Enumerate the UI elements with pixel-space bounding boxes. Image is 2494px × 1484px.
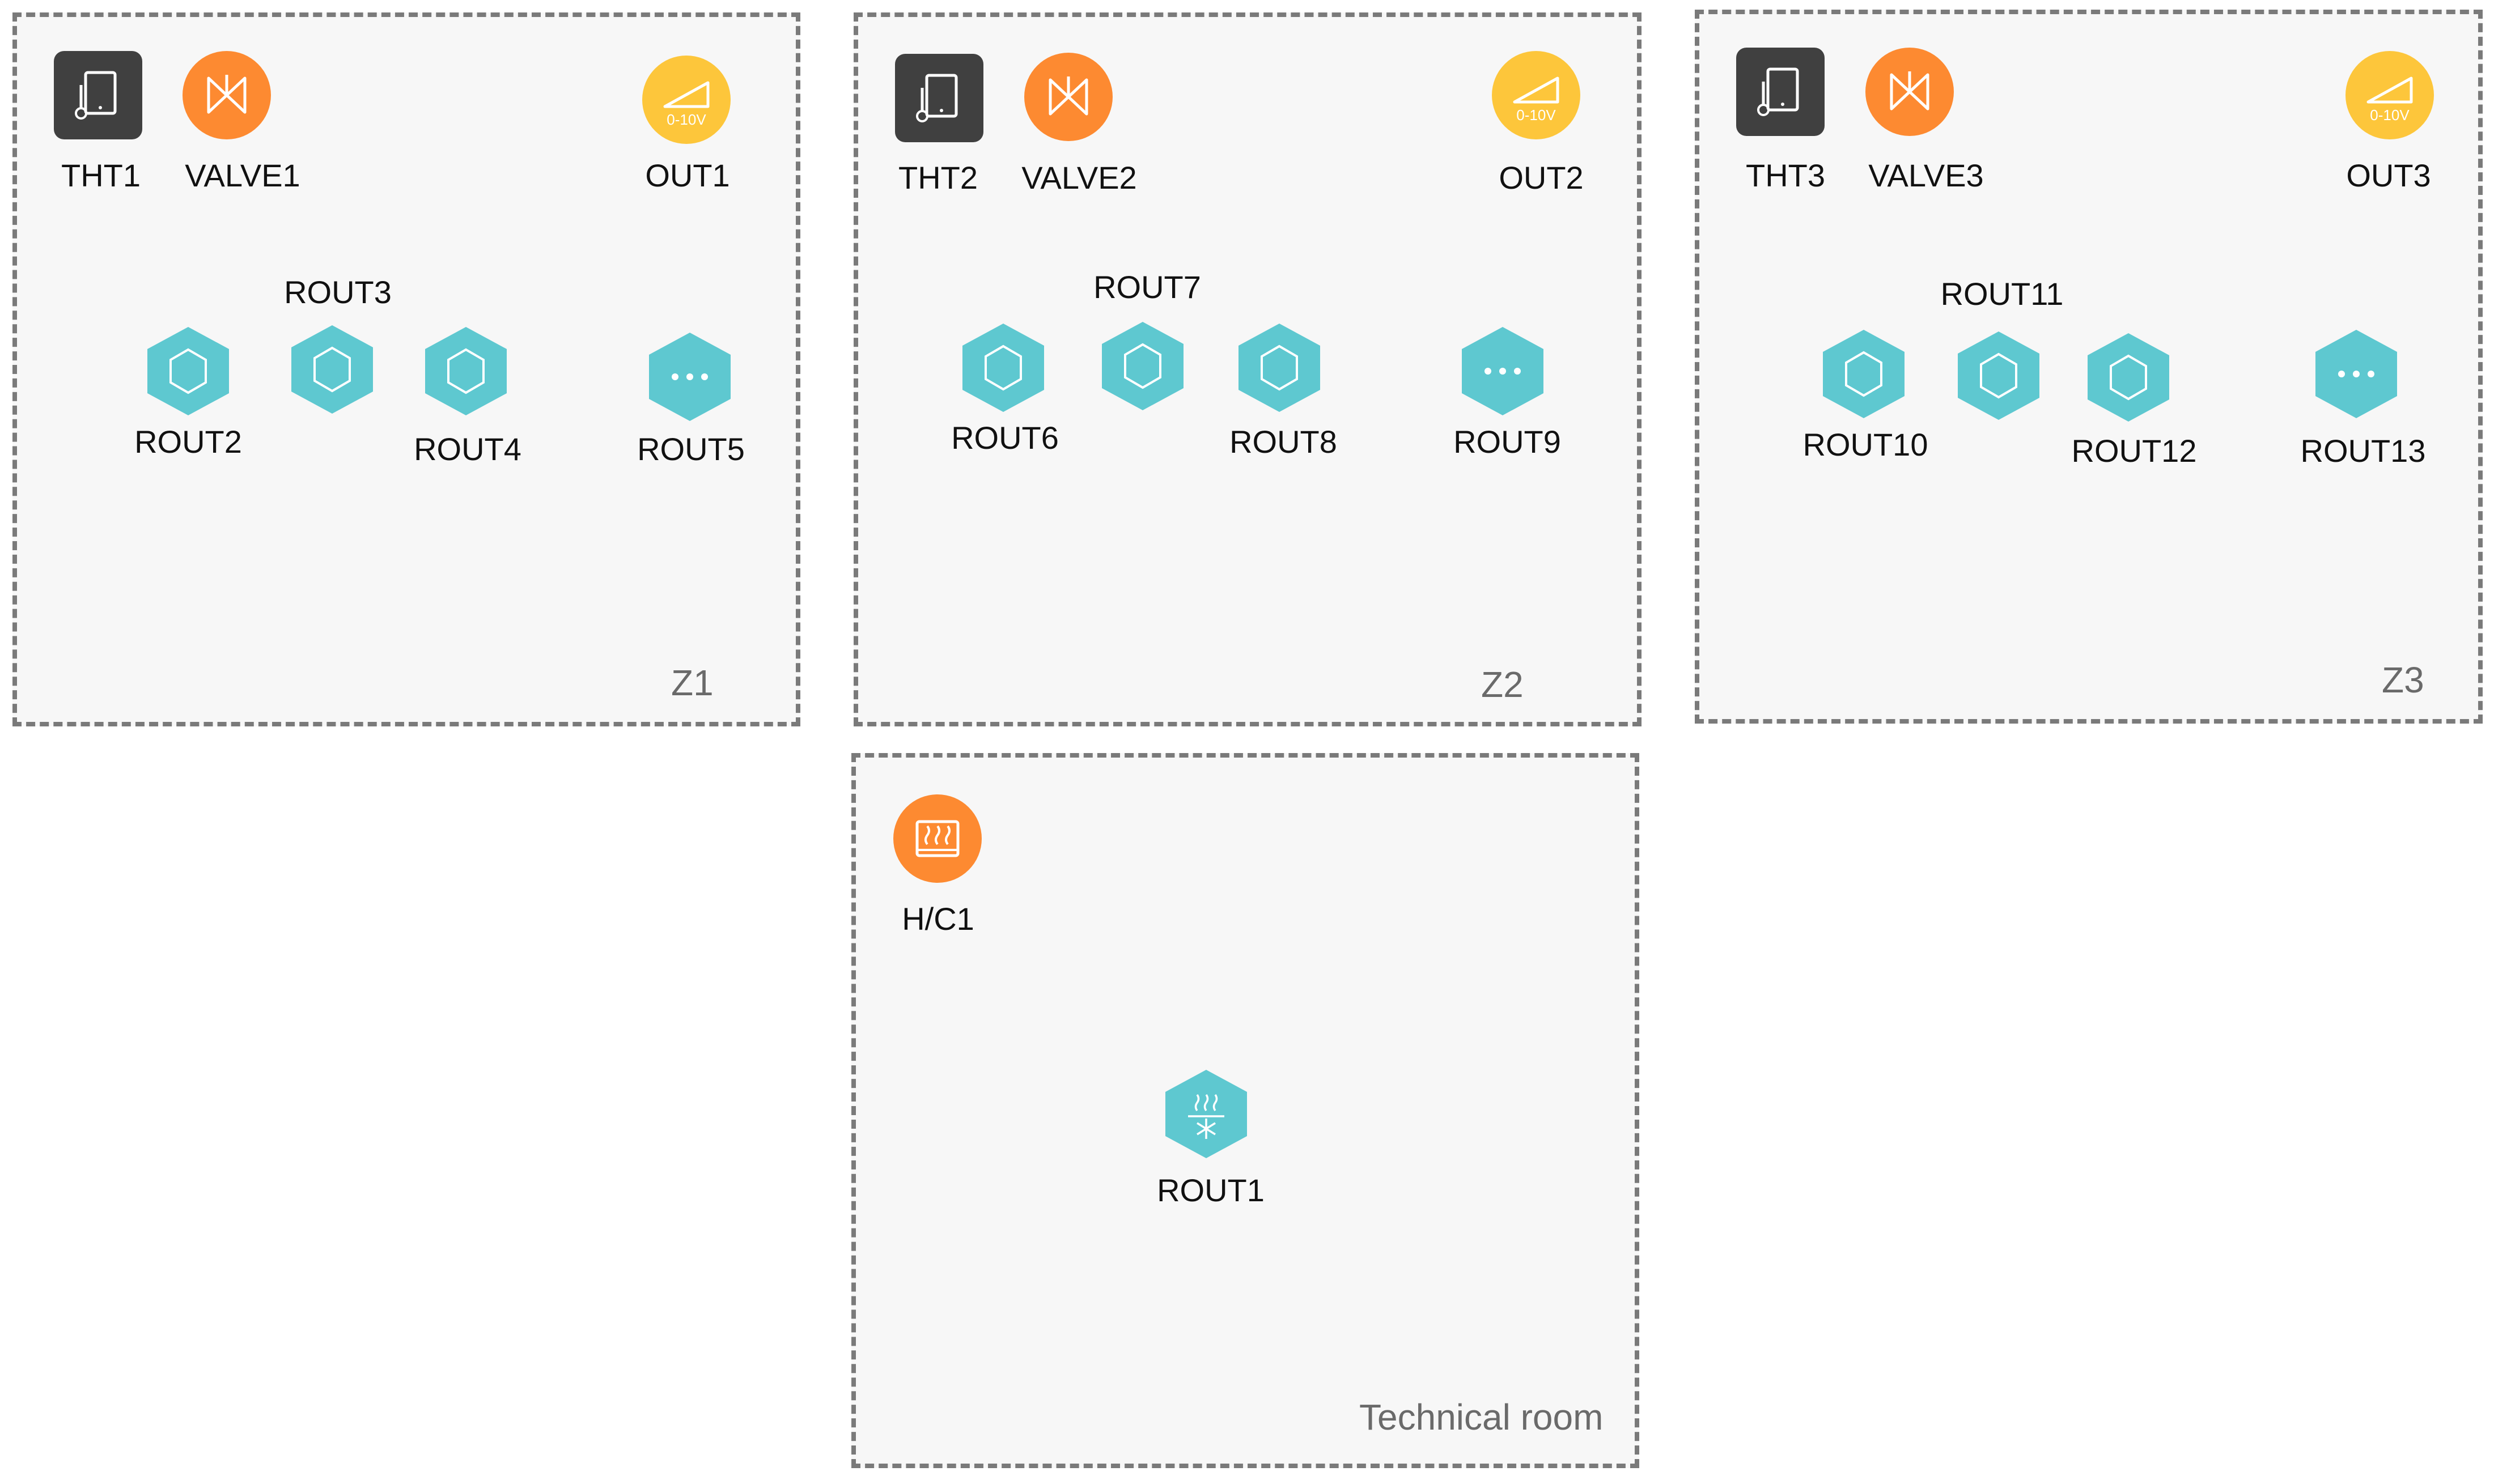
device-label: ROUT7 — [1093, 269, 1201, 305]
hexagon-outline-icon[interactable] — [1822, 329, 1906, 419]
device-label: THT1 — [61, 158, 141, 193]
badge-text: 0-10V — [667, 111, 706, 128]
hexagon-outline-icon[interactable] — [1957, 330, 2041, 421]
more-dots-icon[interactable] — [648, 331, 732, 422]
heat-snowflake-icon[interactable] — [1164, 1069, 1248, 1159]
more-dots-icon[interactable] — [1461, 326, 1545, 416]
thermostat-icon[interactable] — [894, 53, 985, 143]
zone-technical-room-label: Technical room — [1359, 1397, 1604, 1438]
device-label: ROUT10 — [1802, 427, 1928, 462]
valve-icon[interactable] — [1864, 46, 1955, 137]
device-label: ROUT5 — [637, 431, 745, 467]
valve-icon[interactable] — [1023, 52, 1114, 142]
hexagon-outline-icon[interactable] — [424, 326, 508, 416]
hexagon-outline-icon[interactable] — [2086, 332, 2170, 423]
hexagon-outline-icon[interactable] — [961, 322, 1045, 413]
device-label: ROUT4 — [414, 431, 521, 467]
badge-text: 0-10V — [1516, 107, 1556, 124]
device-label: VALVE1 — [185, 158, 300, 193]
zone-z3-label: Z3 — [2382, 660, 2424, 700]
hexagon-outline-icon[interactable] — [146, 326, 230, 416]
hexagon-outline-icon[interactable] — [1237, 322, 1321, 413]
device-label: ROUT8 — [1229, 424, 1337, 460]
device-label: VALVE2 — [1021, 160, 1137, 195]
analog-0-10v-icon[interactable]: 0-10V — [2344, 50, 2435, 141]
hexagon-outline-icon[interactable] — [290, 324, 374, 415]
heating-cooling-icon[interactable] — [892, 793, 983, 884]
device-label: OUT1 — [645, 158, 730, 193]
device-label: ROUT11 — [1940, 276, 2064, 312]
thermostat-icon[interactable] — [1735, 46, 1826, 137]
device-label: ROUT9 — [1453, 424, 1561, 460]
valve-icon[interactable] — [181, 50, 272, 141]
device-label: VALVE3 — [1868, 158, 1984, 193]
thermostat-icon[interactable] — [53, 50, 143, 141]
device-label: ROUT12 — [2071, 433, 2197, 469]
hexagon-outline-icon[interactable] — [1101, 321, 1185, 411]
analog-0-10v-icon[interactable]: 0-10V — [641, 54, 732, 145]
device-label: OUT3 — [2346, 158, 2431, 193]
device-label: THT3 — [1746, 158, 1825, 193]
device-label: ROUT2 — [134, 424, 242, 460]
device-label: ROUT3 — [284, 274, 392, 310]
device-label: ROUT6 — [951, 420, 1059, 456]
device-label: ROUT1 — [1157, 1172, 1265, 1208]
badge-text: 0-10V — [2370, 107, 2410, 124]
analog-0-10v-icon[interactable]: 0-10V — [1491, 50, 1581, 141]
zone-z1-label: Z1 — [671, 662, 714, 703]
zone-z2-label: Z2 — [1481, 664, 1524, 705]
device-label: OUT2 — [1499, 160, 1584, 195]
device-label: ROUT13 — [2300, 433, 2426, 469]
more-dots-icon[interactable] — [2314, 329, 2398, 419]
device-label: THT2 — [898, 160, 978, 195]
device-label: H/C1 — [902, 901, 974, 937]
